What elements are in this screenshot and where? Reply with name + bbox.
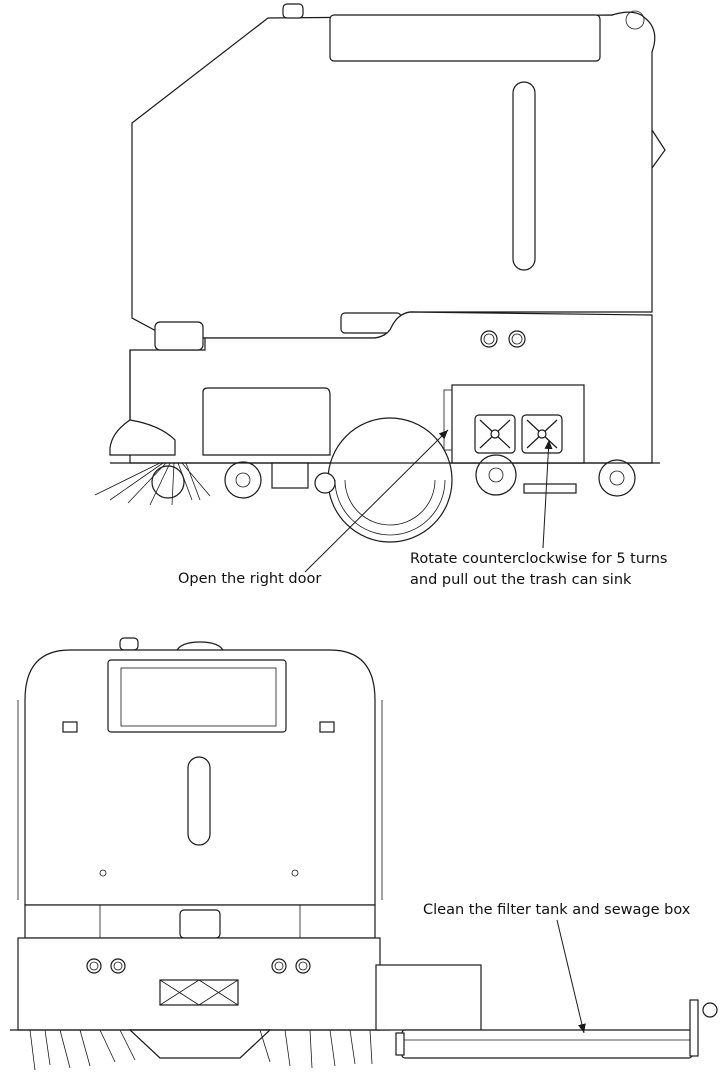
open-right-door-label: Open the right door: [178, 571, 322, 587]
front-center-plate: [159, 979, 239, 1006]
side-view: [94, 3, 666, 543]
side-upper-body: [131, 14, 653, 339]
side-front-nose: [109, 350, 176, 456]
rotate-leader: [542, 439, 553, 549]
rotate-counterclockwise-label-line2: and pull out the trash can sink: [410, 572, 632, 588]
filter-tank-box: [375, 964, 718, 1059]
trash-can-knob-left: [474, 414, 516, 454]
front-brushes: [29, 1029, 373, 1071]
front-slot: [187, 756, 211, 846]
front-top-knob: [119, 637, 139, 651]
side-button-right: [508, 330, 526, 348]
front-screen: [107, 659, 287, 733]
front-buttons: [86, 958, 311, 974]
side-right-door: [202, 387, 331, 456]
front-view: [10, 637, 718, 1071]
side-button-left: [480, 330, 498, 348]
trash-can-knob-right: [521, 414, 563, 454]
top-knob: [282, 3, 304, 19]
clean-filter-tank-label: Clean the filter tank and sewage box: [423, 902, 691, 918]
side-wheels: [151, 417, 636, 543]
side-brush: [94, 462, 211, 506]
side-top-panel: [329, 14, 601, 62]
rotate-counterclockwise-label-line1: Rotate counterclockwise for 5 turns: [410, 551, 668, 567]
open-door-leader: [304, 429, 449, 573]
clean-filter-leader: [556, 919, 586, 1034]
side-slot: [512, 81, 536, 271]
